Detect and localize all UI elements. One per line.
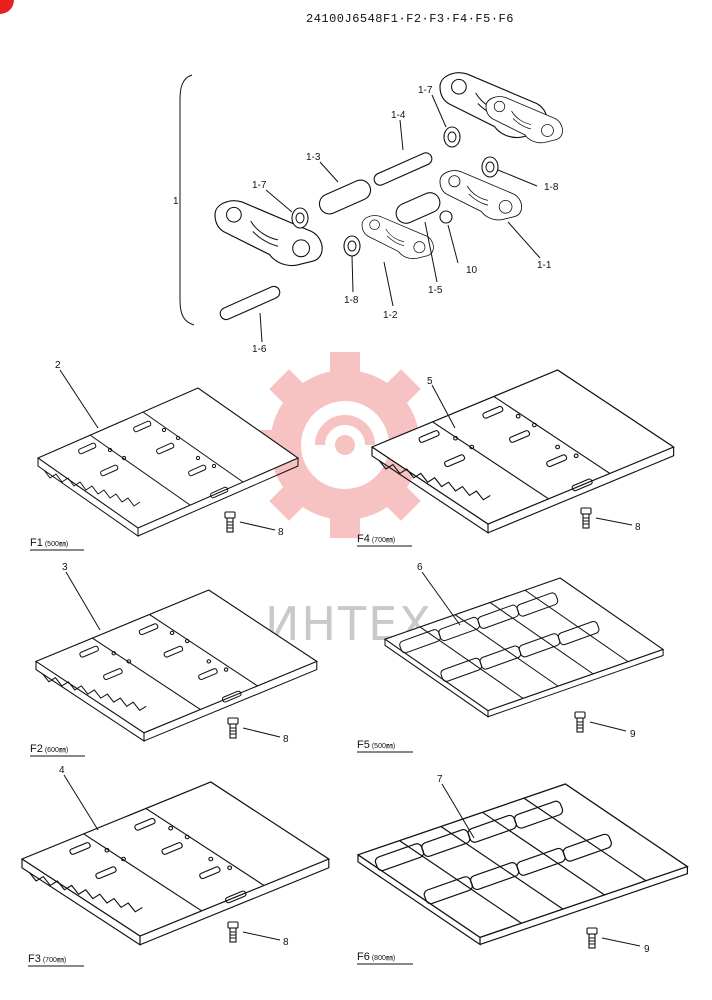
part-label-1-1: 1-1 [537,260,552,271]
bolt-label-F2: 8 [283,734,289,745]
figure-F5: 6 9 F5(500㎜) [357,562,664,753]
part-label-1-7-top: 1-7 [418,85,433,96]
part-label-1-5: 1-5 [428,285,443,296]
part-label-1-2: 1-2 [383,310,398,321]
shoe-label-F3: 4 [59,765,65,776]
part-label-1-3: 1-3 [306,152,321,163]
part-label-1-4: 1-4 [391,110,406,121]
part-label-10: 10 [466,265,478,276]
track-link-assembly: 1 1-7 1-4 1-3 1-7 [173,72,563,355]
group-bracket [179,74,195,326]
shoe-label-F2: 3 [62,562,68,573]
bolt-label-F3: 8 [283,937,289,948]
corner-badge-icon [0,0,14,14]
figure-F6: 7 9 F6(800㎜) [357,774,689,965]
figure-caption-F2: F2(600㎜) [30,743,68,755]
bolt-label-F4: 8 [635,522,641,533]
shoe-label-F5: 6 [417,562,423,573]
part-label-1-8-right: 1-8 [544,182,559,193]
figure-F4: 5 8 F4(700㎜) [357,369,675,547]
figure-F2: 3 8 F2(600㎜) [30,562,318,757]
figure-caption-F3: F3(700㎜) [28,953,66,965]
part-label-1-8-left: 1-8 [344,295,359,306]
shoe-label-F4: 5 [427,376,433,387]
shoe-label-F1: 2 [55,360,61,371]
shoe-label-F6: 7 [437,774,443,785]
part-label-1-7-left: 1-7 [252,180,267,191]
assembly-group-label: 1 [173,196,179,207]
bolt-label-F1: 8 [278,527,284,538]
bolt-label-F6: 9 [644,944,650,955]
figure-caption-F4: F4(700㎜) [357,533,395,545]
bolt-label-F5: 9 [630,729,636,740]
page-title: 24100J6548F1·F2·F3·F4·F5·F6 [306,12,514,26]
figure-caption-F5: F5(500㎜) [357,739,395,751]
figure-F1: 2 8 F1(500㎜) [30,360,299,551]
figure-caption-F1: F1(500㎜) [30,537,68,549]
figure-F3: 4 8 F3(700㎜) [21,765,330,967]
figure-caption-F6: F6(800㎜) [357,951,395,963]
part-label-1-6: 1-6 [252,344,267,355]
